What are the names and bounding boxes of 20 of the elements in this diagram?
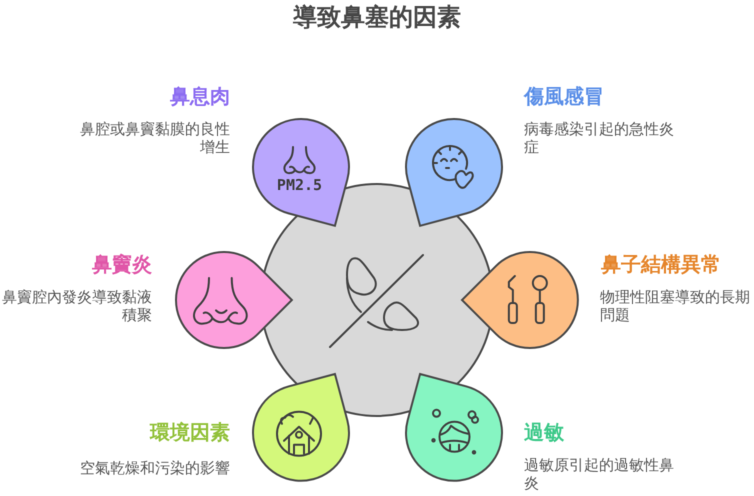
teardrop-pin <box>250 117 350 228</box>
heading: 鼻息肉 <box>170 85 230 109</box>
pin-label: PM2.5 <box>276 176 322 194</box>
teardrop-pin <box>404 117 504 228</box>
description: 空氣乾燥和污染的影響 <box>79 460 230 478</box>
heading: 鼻子結構異常 <box>601 253 721 277</box>
heading: 環境因素 <box>150 421 230 445</box>
description: 鼻腔或鼻竇黏膜的良性增生 <box>79 121 230 157</box>
description: 過敏原引起的過敏性鼻炎 <box>524 457 675 493</box>
heading: 鼻竇炎 <box>92 253 152 277</box>
teardrop-pin <box>460 250 580 350</box>
teardrop-pin <box>250 372 350 482</box>
heading: 過敏 <box>524 421 564 445</box>
description: 物理性阻塞導致的長期問題 <box>600 289 751 325</box>
description: 鼻竇腔內發炎導致黏液積聚 <box>1 289 152 325</box>
heading: 傷風感冒 <box>524 85 604 109</box>
teardrop-pin <box>174 250 294 350</box>
description: 病毒感染引起的急性炎症 <box>524 121 675 157</box>
teardrop-pin <box>404 372 504 482</box>
title: 導致鼻塞的因素 <box>293 3 461 33</box>
